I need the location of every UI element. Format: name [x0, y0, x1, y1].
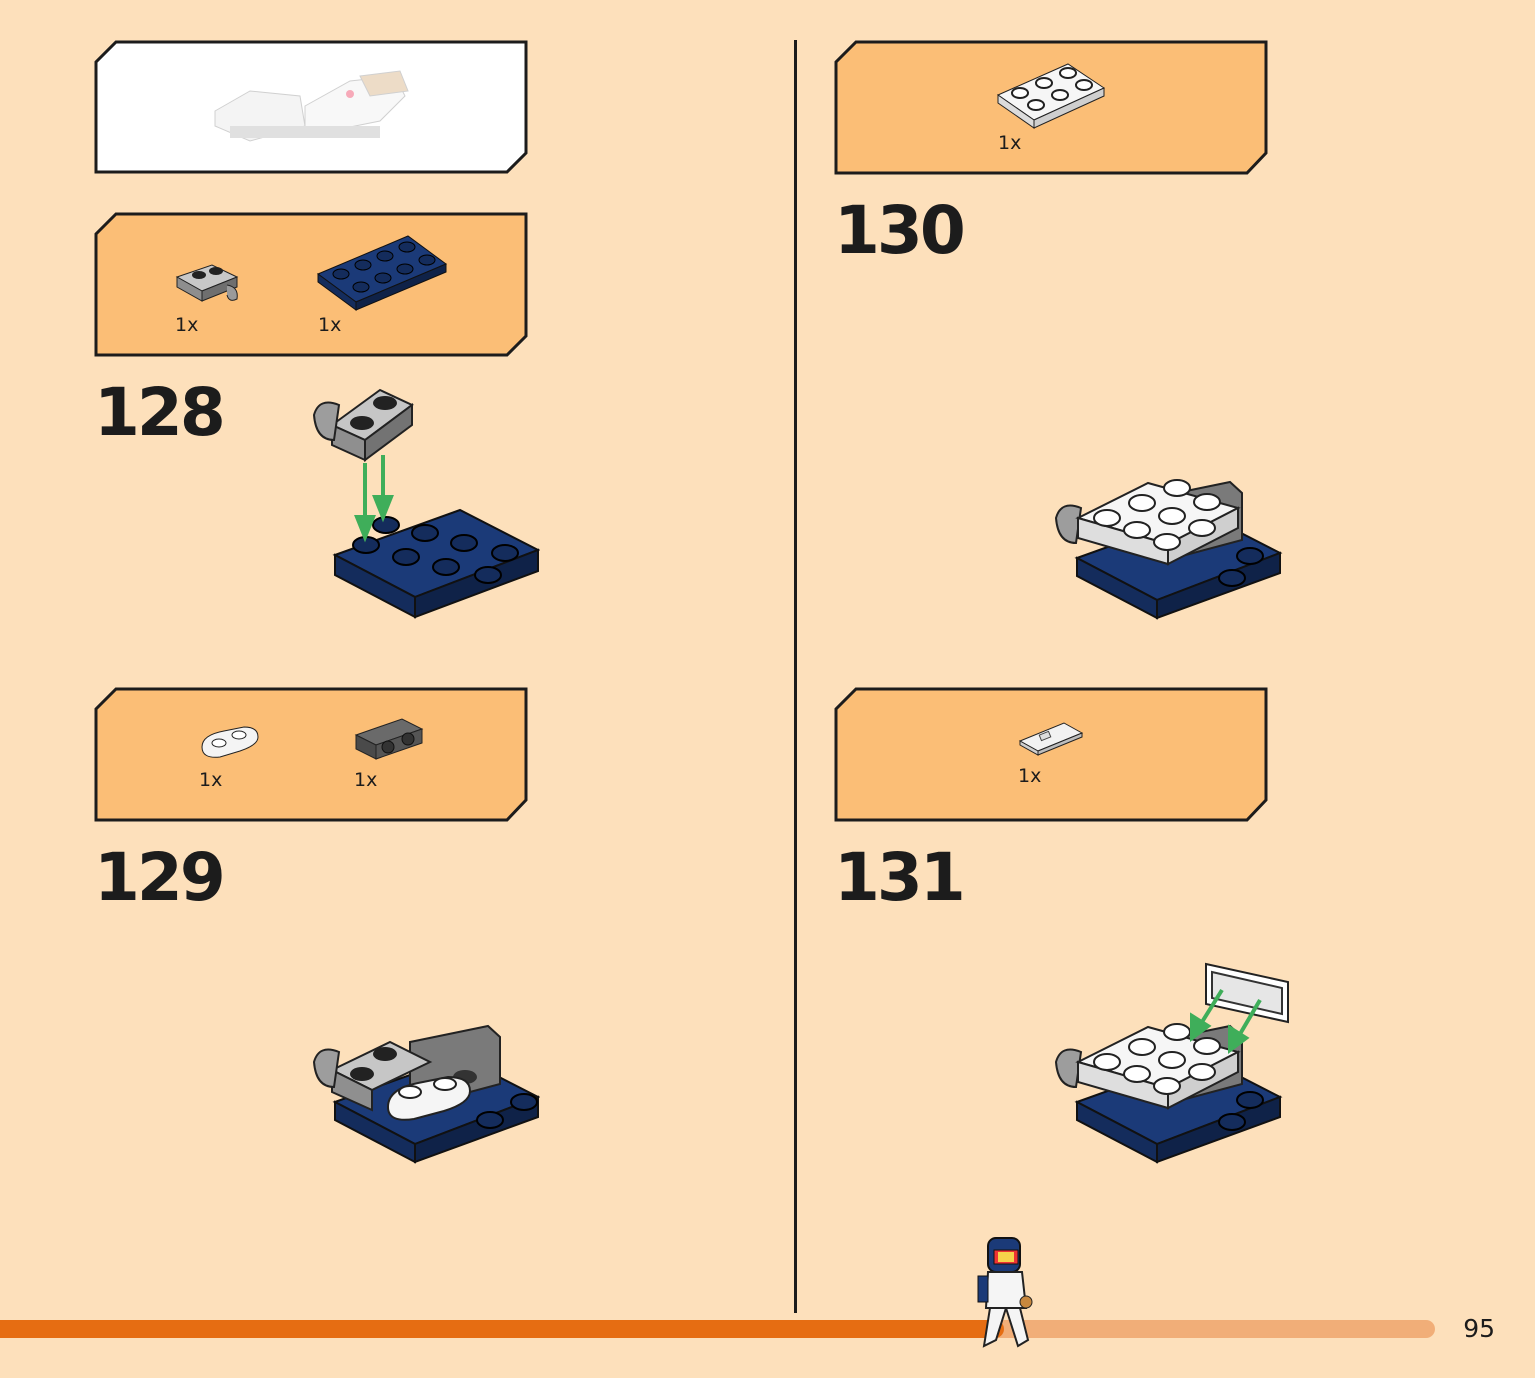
overview-box — [94, 40, 528, 174]
page-number: 95 — [1463, 1314, 1495, 1343]
step-number: 129 — [94, 839, 226, 916]
progress-fill — [0, 1320, 1004, 1338]
step-128-assembly — [312, 388, 540, 619]
part-quantity: 1x — [175, 314, 199, 336]
column-divider — [794, 40, 797, 1313]
parts-box-step-129: 1x 1x — [94, 687, 528, 823]
part-quantity: 1x — [1018, 765, 1042, 787]
step-131-assembly — [1054, 962, 1289, 1164]
step-number: 128 — [94, 374, 226, 451]
parts-box-step-130: 1x — [834, 40, 1268, 176]
step-number: 130 — [834, 192, 966, 269]
part-quantity: 1x — [354, 769, 378, 791]
minifigure-runner-icon — [977, 1237, 1033, 1348]
completed-vehicle-thumbnail — [214, 70, 409, 142]
step-130-assembly — [1054, 479, 1283, 620]
grey-clip-plate-icon — [175, 264, 239, 302]
dark-grey-bracket-icon — [354, 718, 424, 760]
part-quantity: 1x — [998, 132, 1022, 154]
part-quantity: 1x — [199, 769, 223, 791]
parts-box-step-128: 1x 1x — [94, 212, 528, 358]
white-2x3-plate-icon — [996, 63, 1106, 129]
step-number: 131 — [834, 839, 966, 916]
white-round-plate-icon — [201, 726, 259, 758]
parts-box-step-131: 1x — [834, 687, 1268, 823]
step-129-assembly — [312, 1024, 540, 1164]
blue-2x4-plate-icon — [316, 235, 448, 311]
part-quantity: 1x — [318, 314, 342, 336]
printed-tile-icon — [1018, 722, 1084, 756]
